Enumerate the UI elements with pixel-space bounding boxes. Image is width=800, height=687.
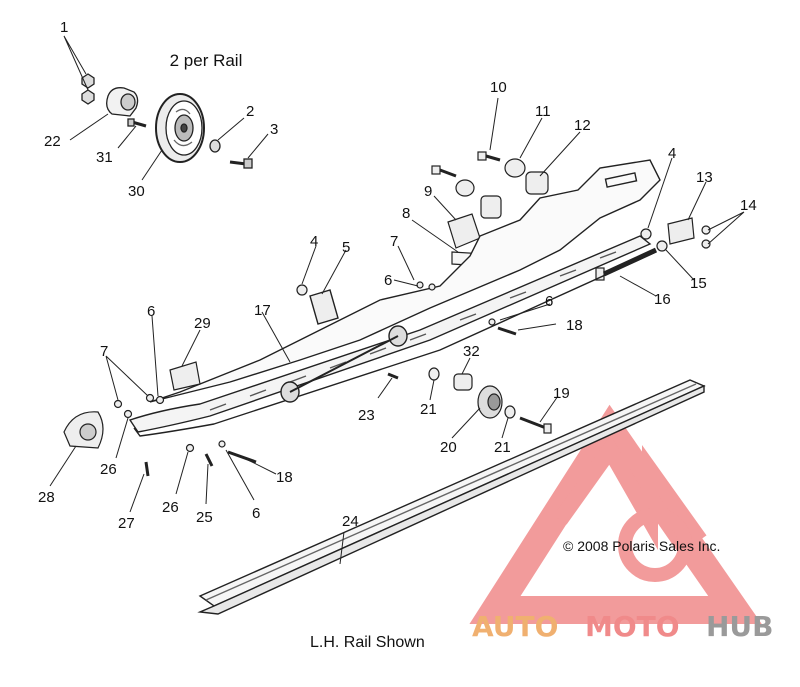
callout-26-mid: 26	[162, 499, 179, 516]
callout-6-mid: 6	[545, 293, 553, 310]
callout-21-right: 21	[494, 439, 511, 456]
callout-15: 15	[690, 275, 707, 292]
callout-4-upper: 4	[668, 145, 676, 162]
callout-17: 17	[254, 302, 271, 319]
callout-12: 12	[574, 117, 591, 134]
callout-5: 5	[342, 239, 350, 256]
callout-7-left: 7	[100, 343, 108, 360]
callout-3: 3	[270, 121, 278, 138]
callout-20: 20	[440, 439, 457, 456]
callouts: 1 22 31 30 2 3 10 11 12 9 8 4 13 14 15 1…	[38, 19, 757, 532]
callout-9: 9	[424, 183, 432, 200]
callout-1: 1	[60, 19, 68, 36]
callout-2: 2	[246, 103, 254, 120]
wordmark-part-auto: AUTO	[472, 610, 558, 643]
callout-14: 14	[740, 197, 757, 214]
callout-18-lower: 18	[276, 469, 293, 486]
rail-frame	[128, 159, 661, 437]
callout-10: 10	[490, 79, 507, 96]
idler-bracket	[106, 87, 139, 117]
callout-4-lower: 4	[310, 233, 318, 250]
callout-25: 25	[196, 509, 213, 526]
automotohub-logo	[469, 404, 762, 624]
wordmark-part-moto: MOTO	[585, 610, 680, 643]
wordmark-part-hub: HUB	[706, 610, 774, 643]
leader-lines	[49, 35, 745, 565]
callout-26-left: 26	[100, 461, 117, 478]
callout-6-upper: 6	[384, 272, 392, 289]
callout-22: 22	[44, 133, 61, 150]
callout-8: 8	[402, 205, 410, 222]
wheel-assembly	[81, 73, 253, 169]
callout-30: 30	[128, 183, 145, 200]
footer-caption: L.H. Rail Shown	[310, 634, 425, 651]
wear-strip	[197, 379, 706, 615]
diagram-title: 2 per Rail	[170, 51, 243, 70]
callout-6-lower: 6	[252, 505, 260, 522]
nut-icon	[81, 73, 95, 105]
callout-6-left: 6	[147, 303, 155, 320]
callout-28: 28	[38, 489, 55, 506]
lower-hardware	[63, 281, 552, 477]
callout-31: 31	[96, 149, 113, 166]
callout-18-upper: 18	[566, 317, 583, 334]
callout-16: 16	[654, 291, 671, 308]
callout-13: 13	[696, 169, 713, 186]
callout-21-left: 21	[420, 401, 437, 418]
upper-hardware	[431, 151, 711, 281]
callout-24: 24	[342, 513, 359, 530]
callout-7-upper: 7	[390, 233, 398, 250]
automotohub-wordmark: AUTO MOTO HUB	[472, 610, 774, 643]
idler-wheel	[155, 93, 205, 163]
callout-11: 11	[535, 103, 551, 120]
copyright-text: © 2008 Polaris Sales Inc.	[563, 538, 720, 554]
callout-32: 32	[463, 343, 480, 360]
callout-23: 23	[358, 407, 375, 424]
callout-19: 19	[553, 385, 570, 402]
callout-27: 27	[118, 515, 135, 532]
callout-29: 29	[194, 315, 211, 332]
